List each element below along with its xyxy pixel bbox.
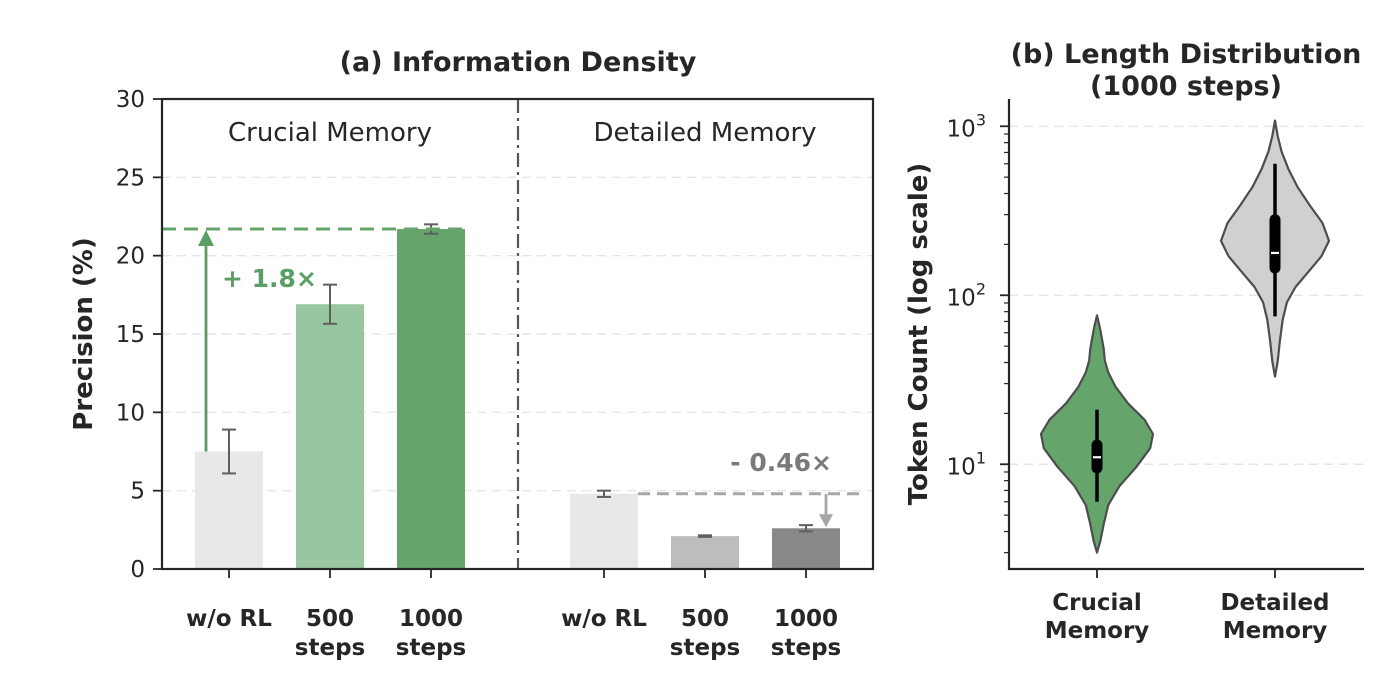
y-tick-label-b: 103	[947, 110, 986, 142]
x-tick-label-a: w/o RL	[186, 606, 272, 632]
y-tick-label-a: 10	[116, 400, 145, 426]
title-a: (a) Information Density	[340, 47, 697, 78]
x-tick-label-b: Memory	[1045, 618, 1150, 644]
y-tick-label-a: 20	[116, 244, 145, 270]
x-tick-label-a: 1000	[399, 606, 463, 632]
x-tick-label-a: 500	[681, 606, 729, 632]
violins-b	[1039, 119, 1331, 554]
y-tick-label-a: 30	[116, 87, 145, 113]
x-tick-label-a: steps	[295, 635, 365, 661]
x-tick-label-a: 1000	[774, 606, 838, 632]
annotation-decrease: - 0.46×	[730, 448, 832, 477]
y-tick-label-a: 15	[116, 322, 145, 348]
group-label-detailed: Detailed Memory	[593, 118, 816, 148]
x-ticks-a: w/o RL 500 steps 1000 steps w/o RL 500 steps 100…	[186, 569, 841, 661]
bar	[397, 229, 465, 570]
y-tick-label-b: 102	[947, 279, 986, 311]
gridlines-a	[162, 176, 873, 492]
x-tick-label-b: Crucial	[1052, 590, 1142, 616]
y-tick-label-a: 5	[130, 479, 145, 505]
annotations-a: + 1.8× - 0.46×	[162, 227, 860, 528]
arrow-head-crucial	[198, 230, 214, 247]
bar	[671, 536, 739, 569]
bar	[296, 304, 364, 569]
title-b-line2: (1000 steps)	[1090, 71, 1282, 102]
annotation-increase: + 1.8×	[222, 264, 317, 293]
x-tick-label-a: steps	[396, 635, 466, 661]
bars-a	[195, 223, 840, 570]
x-tick-label-a: steps	[670, 635, 740, 661]
x-tick-label-a: w/o RL	[561, 606, 647, 632]
axes-b	[1007, 99, 1364, 571]
y-ticks-a: 0 5 10 15 20 25 30	[116, 87, 162, 583]
panel-information-density: (a) Information Density Precision (%) + …	[69, 47, 875, 661]
bar	[772, 528, 840, 569]
x-tick-label-a: 500	[306, 606, 354, 632]
title-b-line1: (b) Length Distribution	[1011, 39, 1362, 70]
bar	[570, 493, 638, 569]
panel-length-distribution: (b) Length Distribution (1000 steps) Tok…	[904, 39, 1364, 644]
y-axis-label-b: Token Count (log scale)	[904, 163, 934, 506]
arrow-head-detailed	[819, 514, 833, 528]
y-tick-label-a: 0	[130, 557, 145, 583]
y-tick-label-a: 25	[116, 165, 145, 191]
y-tick-label-b: 101	[947, 448, 986, 480]
group-label-crucial: Crucial Memory	[228, 118, 432, 148]
x-tick-label-b: Detailed	[1220, 590, 1329, 616]
y-ticks-b: 101 102 103	[947, 110, 1009, 554]
x-tick-label-b: Memory	[1223, 618, 1328, 644]
x-tick-label-a: steps	[771, 635, 841, 661]
y-axis-label-a: Precision (%)	[69, 237, 99, 430]
